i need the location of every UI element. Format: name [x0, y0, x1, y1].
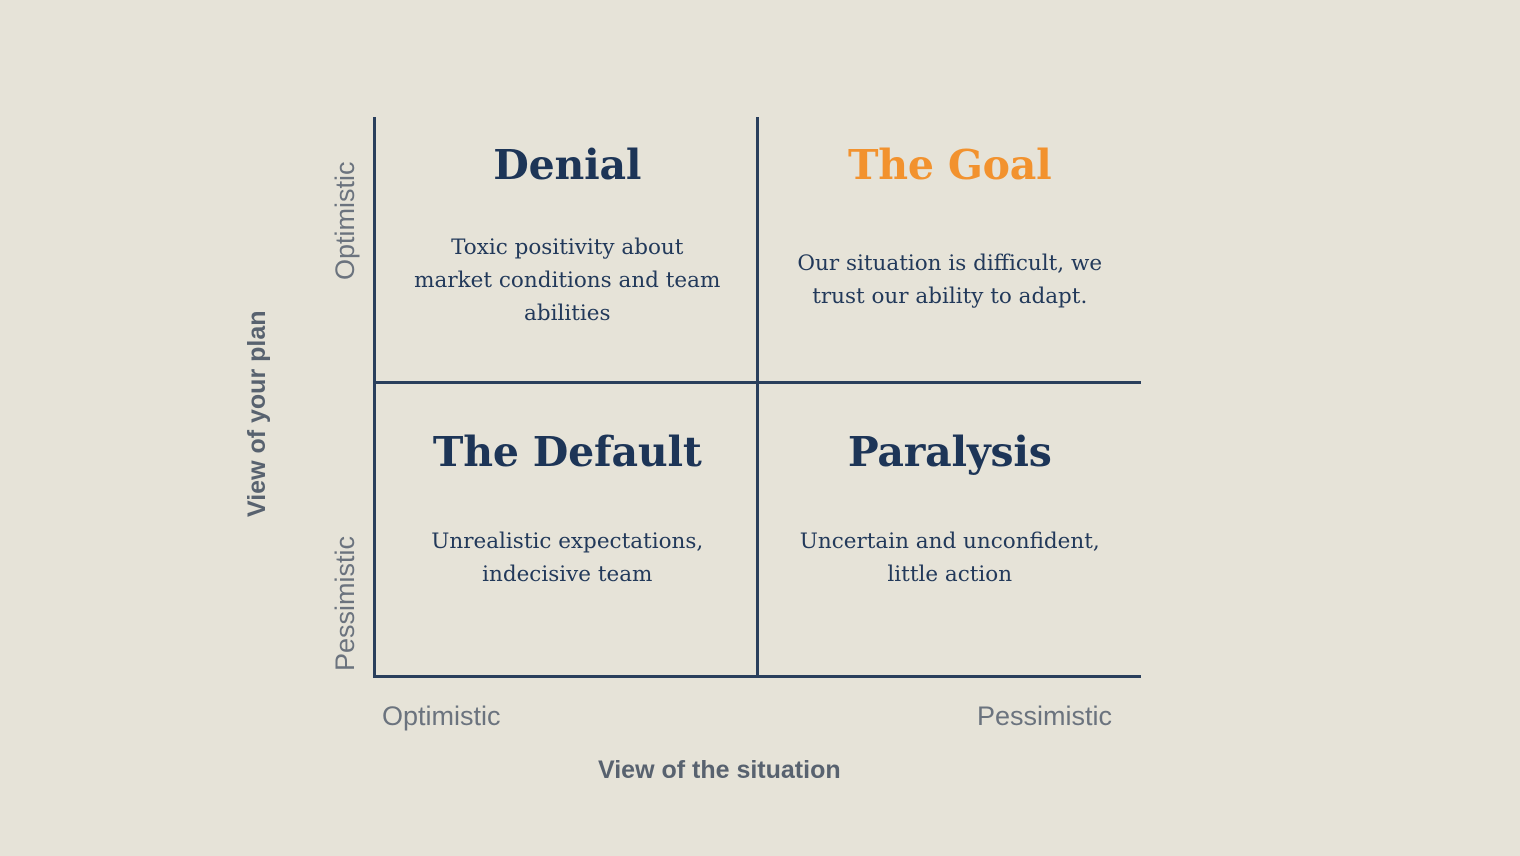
- horizontal-divider-line: [373, 381, 1141, 384]
- y-axis-title: View of your plan: [243, 310, 271, 517]
- vertical-divider-line: [756, 117, 759, 677]
- y-axis-tick-pessimistic: Pessimistic: [330, 535, 360, 671]
- quadrant-the-default: The Default Unrealistic expectations, in…: [376, 398, 759, 679]
- quadrant-the-goal: The Goal Our situation is difficult, we …: [759, 117, 1142, 398]
- quadrant-the-default-description: Unrealistic expectations, indecisive tea…: [431, 528, 704, 587]
- x-axis-title: View of the situation: [598, 756, 841, 784]
- quadrant-denial-title: Denial: [493, 141, 642, 189]
- x-axis-tick-optimistic: Optimistic: [382, 701, 501, 731]
- quadrant-the-default-title: The Default: [432, 427, 702, 476]
- quadrant-the-goal-title: The Goal: [847, 141, 1052, 189]
- quadrant-denial-description: Toxic positivity about market conditions…: [414, 235, 721, 327]
- y-axis-line: [373, 117, 376, 678]
- quadrant-paralysis-title: Paralysis: [847, 427, 1052, 476]
- quadrant-denial: Denial Toxic positivity about market con…: [376, 117, 759, 398]
- quadrant-paralysis-description: Uncertain and unconfident, little action: [799, 528, 1100, 587]
- x-axis-tick-pessimistic: Pessimistic: [977, 701, 1113, 731]
- quadrant-the-goal-description: Our situation is difficult, we trust our…: [797, 251, 1103, 310]
- y-axis-tick-optimistic: Optimistic: [330, 161, 360, 280]
- quadrant-paralysis: Paralysis Uncertain and unconfident, lit…: [759, 398, 1142, 679]
- quadrant-grid: Denial Toxic positivity about market con…: [376, 117, 1141, 678]
